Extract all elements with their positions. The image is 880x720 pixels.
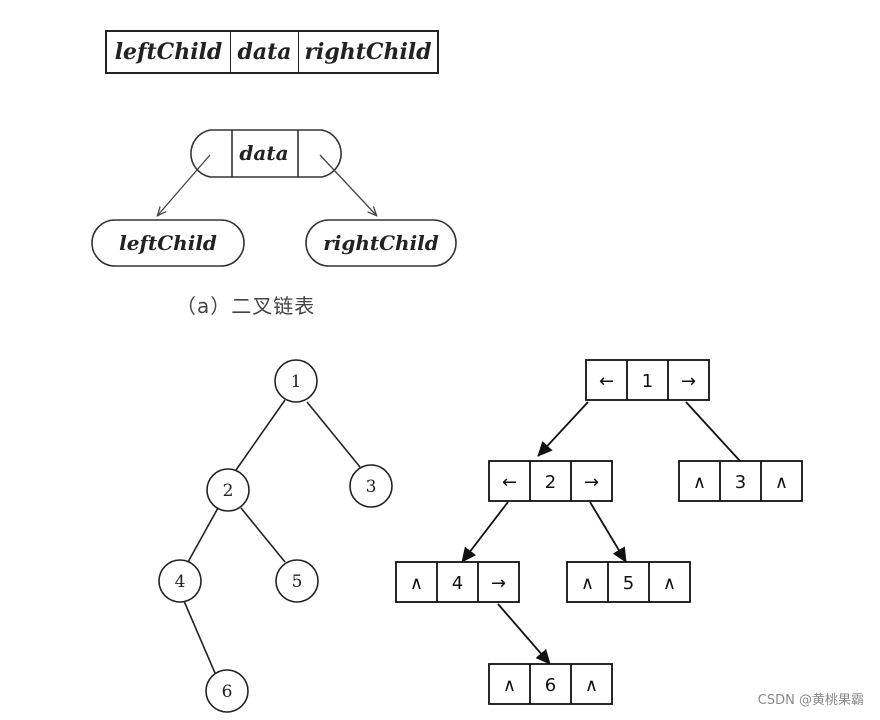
right-pointer: →: [584, 472, 599, 493]
right-child-capsule-text: rightChild: [323, 231, 439, 255]
linked-node-data-text: data: [239, 141, 288, 165]
tree-node-label: 4: [175, 572, 186, 592]
node-data: 1: [642, 371, 653, 392]
linked-storage-node: ∧ 3 ∧: [678, 460, 803, 502]
record-data-field: data: [231, 32, 299, 72]
tree-nodes: 1 2 3 4 5 6: [158, 359, 393, 713]
left-pointer: ∧: [693, 472, 706, 493]
right-pointer: →: [491, 573, 506, 594]
watermark: CSDN @黄桃果霸: [757, 693, 864, 708]
tree-node: 1: [274, 359, 318, 403]
linked-storage-node: ← 2 →: [488, 460, 613, 502]
left-pointer: ←: [599, 371, 614, 392]
right-pointer: ∧: [585, 675, 598, 696]
right-child-capsule: [305, 219, 457, 267]
left-pointer: ∧: [581, 573, 594, 594]
left-child-capsule: [91, 219, 245, 267]
linked-node-illustration: data leftChild rightChild: [91, 129, 457, 267]
linked-storage-node: ∧ 6 ∧: [488, 663, 613, 705]
tree-node-label: 5: [292, 572, 303, 592]
record-left-child-field: leftChild: [107, 32, 231, 72]
right-pointer: ∧: [775, 472, 788, 493]
node-data: 2: [545, 472, 556, 493]
node-structure-record: leftChild data rightChild: [105, 30, 439, 74]
left-pointer: ←: [502, 472, 517, 493]
node-data: 6: [545, 675, 556, 696]
left-child-capsule-text: leftChild: [119, 231, 217, 255]
linked-storage-node: ∧ 4 →: [395, 561, 520, 603]
linked-storage-arrows: [461, 401, 741, 665]
tree-node-label: 1: [291, 372, 302, 392]
tree-node-label: 2: [223, 481, 234, 501]
right-pointer: →: [681, 371, 696, 392]
node-data: 3: [735, 472, 746, 493]
linked-storage-node: ← 1 →: [585, 359, 710, 401]
record-right-child-field: rightChild: [304, 39, 432, 65]
node-data: 5: [623, 573, 634, 594]
left-pointer: ∧: [410, 573, 423, 594]
linked-storage-node: ∧ 5 ∧: [566, 561, 691, 603]
tree-node: 2: [206, 468, 250, 512]
tree-node: 4: [158, 559, 202, 603]
right-pointer: ∧: [663, 573, 676, 594]
tree-node-label: 3: [366, 477, 377, 497]
tree-node-label: 6: [222, 682, 233, 702]
tree-node: 6: [205, 669, 249, 713]
linked-node-capsule: [190, 129, 342, 178]
tree-node: 5: [275, 559, 319, 603]
left-pointer: ∧: [503, 675, 516, 696]
tree-node: 3: [349, 464, 393, 508]
figure-caption: （a）二叉链表: [176, 294, 316, 318]
node-data: 4: [452, 573, 463, 594]
binary-tree: [183, 399, 361, 674]
linked-storage-nodes: ← 1 → ← 2 → ∧ 3 ∧ ∧ 4 → ∧ 5 ∧ ∧ 6 ∧: [395, 359, 803, 705]
